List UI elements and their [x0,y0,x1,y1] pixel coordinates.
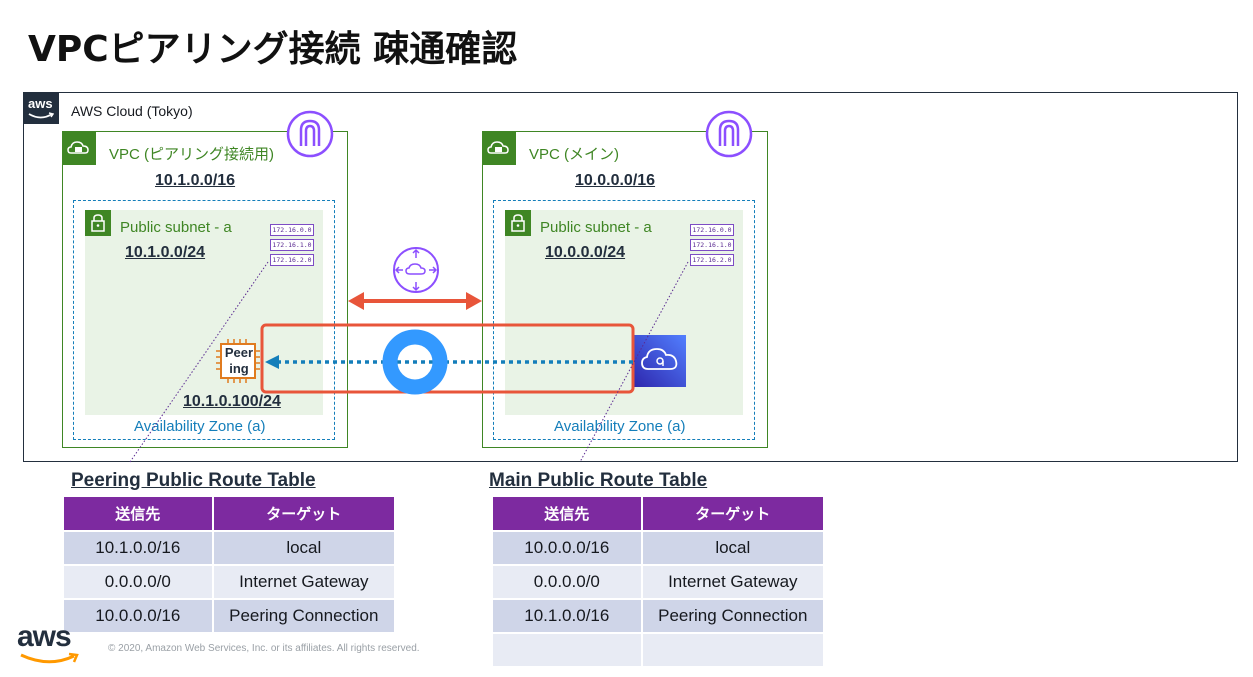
vpc-main-cidr: 10.0.0.0/16 [575,172,656,189]
subnet-main-cidr: 10.0.0.0/24 [545,244,626,261]
table-cell [641,632,826,666]
table-row: 0.0.0.0/0 Internet Gateway [64,564,397,599]
subnet-peering-label: Public subnet - a [120,219,232,236]
table-row: 10.1.0.0/16 local [64,530,397,565]
vpc-lock-icon [482,131,516,165]
aws-cloud-group [23,92,1238,462]
ec2-instance-label: Peer ing [224,345,254,376]
table-row: 10.0.0.0/16 local [493,530,826,565]
table-cell: Internet Gateway [641,564,826,599]
route-ip-item: 172.16.2.0 [270,254,314,266]
aws-cloud-badge: aws [23,92,59,124]
aws-badge-text: aws [28,96,53,111]
table-row [493,632,826,666]
peering-double-arrow [348,292,482,310]
ec2-instance-icon [216,339,260,383]
vpc-main-group [482,131,768,448]
cloud9-icon [634,335,686,387]
table-cell: Internet Gateway [212,564,397,599]
aws-cloud-label: AWS Cloud (Tokyo) [71,103,193,119]
ping-ring-icon [382,329,448,395]
table-cell: local [641,530,826,565]
vpc-icon [286,110,334,158]
vpc-icon [705,110,753,158]
subnet-lock-icon [505,210,531,236]
table-cell: 0.0.0.0/0 [493,564,643,599]
main-route-table: 送信先 ターゲット 10.0.0.0/16 local 0.0.0.0/0 In… [493,497,826,666]
table-cell: local [212,530,397,565]
az-peering-label: Availability Zone (a) [134,418,266,435]
vpc-peering-label: VPC (ピアリング接続用) [109,146,275,163]
table-cell: 10.0.0.0/16 [64,598,214,632]
table-row: 10.0.0.0/16 Peering Connection [64,598,397,632]
route-table-icon: 172.16.0.0 172.16.1.0 172.16.2.0 [690,224,734,269]
vpc-peering-group [62,131,348,448]
peering-route-table-title: Peering Public Route Table [71,470,316,491]
table-row: 0.0.0.0/0 Internet Gateway [493,564,826,599]
table-cell: 0.0.0.0/0 [64,564,214,599]
route-table-icon: 172.16.0.0 172.16.1.0 172.16.2.0 [270,224,314,269]
table-header-destination: 送信先 [64,497,214,531]
peering-connection-icon [393,247,439,293]
main-route-table-title: Main Public Route Table [489,470,708,491]
aws-logo: aws [17,620,81,668]
vpc-lock-icon [62,131,96,165]
table-cell: Peering Connection [641,598,826,633]
aws-smile-icon [20,652,79,664]
page-title: VPCピアリング接続 疎通確認 [28,29,518,70]
route-ip-item: 172.16.1.0 [690,239,734,251]
table-row: 10.1.0.0/16 Peering Connection [493,598,826,633]
az-main-label: Availability Zone (a) [554,418,686,435]
table-cell: Peering Connection [212,598,397,632]
subnet-main-label: Public subnet - a [540,219,652,236]
table-cell: 10.1.0.0/16 [64,530,214,565]
vpc-main-label: VPC (メイン) [529,146,620,163]
table-cell: 10.1.0.0/16 [493,598,643,633]
peering-route-table: 送信先 ターゲット 10.1.0.0/16 local 0.0.0.0/0 In… [64,497,397,632]
subnet-lock-icon [85,210,111,236]
aws-logo-text: aws [17,620,72,653]
table-cell [493,632,643,666]
aws-smile-icon [28,112,54,119]
ec2-instance-ip: 10.1.0.100/24 [183,393,281,410]
copyright-footer: © 2020, Amazon Web Services, Inc. or its… [108,643,420,654]
table-header-destination: 送信先 [493,497,643,531]
ping-path-overlay [260,323,635,394]
route-ip-item: 172.16.0.0 [690,224,734,236]
table-cell: 10.0.0.0/16 [493,530,643,565]
table-header-target: ターゲット [212,497,397,531]
availability-zone-main [493,200,755,440]
subnet-peering-cidr: 10.1.0.0/24 [125,244,206,261]
route-ip-item: 172.16.1.0 [270,239,314,251]
availability-zone-peering [73,200,335,440]
route-ip-item: 172.16.0.0 [270,224,314,236]
table-header-target: ターゲット [641,497,826,531]
route-ip-item: 172.16.2.0 [690,254,734,266]
vpc-peering-cidr: 10.1.0.0/16 [155,172,236,189]
